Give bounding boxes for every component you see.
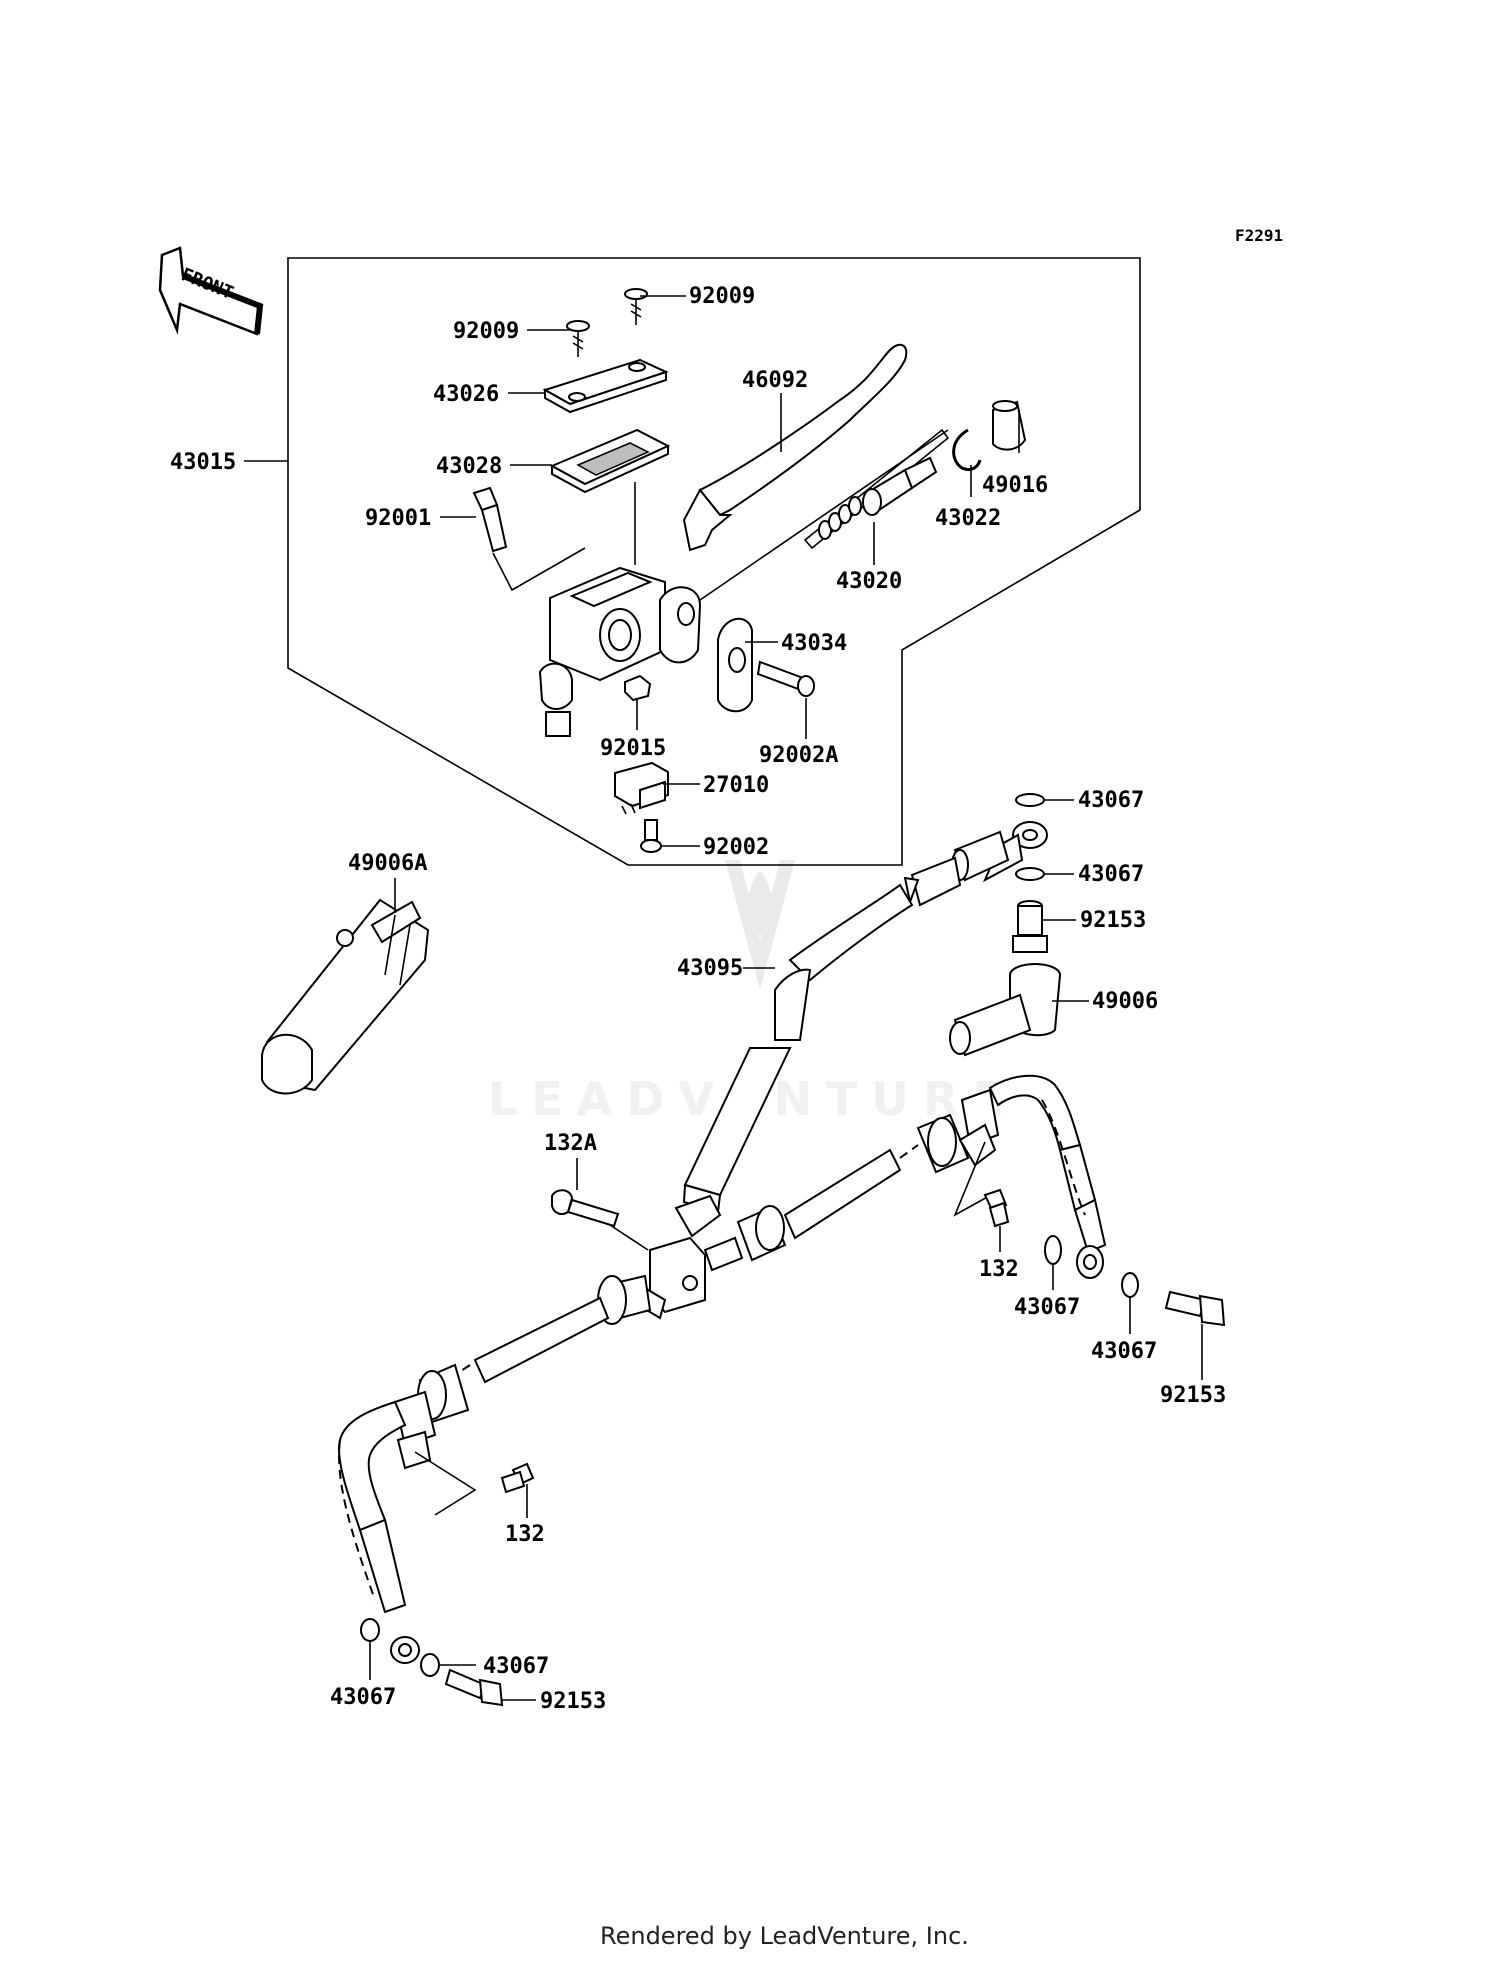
callout-43026: 43026 bbox=[433, 382, 499, 407]
front-direction-arrow: FRONT bbox=[158, 246, 264, 336]
washer-43067-top-a bbox=[1015, 793, 1045, 807]
callout-132-left: 132 bbox=[505, 1522, 545, 1547]
switch-27010 bbox=[614, 761, 669, 815]
watermark-logo bbox=[725, 860, 795, 990]
washer-43067-left-b bbox=[420, 1653, 440, 1677]
callout-132-right: 132 bbox=[979, 1257, 1019, 1282]
bolt-92002A bbox=[756, 660, 815, 697]
reservoir-cap-43026 bbox=[542, 358, 669, 414]
clamp-43034 bbox=[717, 617, 753, 713]
callout-92002: 92002 bbox=[703, 835, 769, 860]
washer-43067-right-a bbox=[1044, 1235, 1062, 1265]
diagram-code: F2291 bbox=[1235, 226, 1283, 245]
banjo-bolt-92153-top bbox=[1012, 900, 1048, 953]
callout-43015: 43015 bbox=[170, 450, 236, 475]
bolt-132A bbox=[551, 1189, 620, 1228]
callout-92002A: 92002A bbox=[759, 743, 838, 768]
callout-43028: 43028 bbox=[436, 454, 502, 479]
callout-43067-left-a: 43067 bbox=[330, 1685, 396, 1710]
callout-43067-left-b: 43067 bbox=[483, 1654, 549, 1679]
diaphragm-43028 bbox=[549, 428, 671, 494]
screw-92009-a bbox=[566, 320, 590, 357]
washer-43067-top-b bbox=[1015, 867, 1045, 881]
callout-43095: 43095 bbox=[677, 956, 743, 981]
callout-92009-a: 92009 bbox=[689, 284, 755, 309]
bolt-92001 bbox=[472, 486, 508, 553]
callout-43067-top-b: 43067 bbox=[1078, 862, 1144, 887]
leader-lines bbox=[244, 295, 1203, 1701]
callout-46092: 46092 bbox=[742, 368, 808, 393]
bolt-132-left bbox=[500, 1462, 535, 1494]
callout-43067-top-a: 43067 bbox=[1078, 788, 1144, 813]
boot-49016 bbox=[992, 400, 1027, 451]
screw-92009-b bbox=[624, 288, 648, 325]
banjo-fitting-right bbox=[1076, 1245, 1104, 1279]
circlip-43022 bbox=[952, 428, 982, 472]
footer-credit: Rendered by LeadVenture, Inc. bbox=[600, 1922, 969, 1950]
assembly-outline bbox=[287, 257, 1141, 866]
screw-92002 bbox=[640, 819, 662, 853]
cover-49006A bbox=[261, 898, 430, 1095]
callout-27010: 27010 bbox=[703, 773, 769, 798]
brake-hose-43095-upper bbox=[682, 830, 1010, 1214]
banjo-bolt-92153-left bbox=[444, 1668, 504, 1707]
brake-hose-left bbox=[338, 1274, 667, 1614]
master-cylinder-body bbox=[538, 566, 702, 737]
washer-43067-left-a bbox=[360, 1618, 380, 1642]
callout-43067-right-b: 43067 bbox=[1091, 1339, 1157, 1364]
callout-92153-right: 92153 bbox=[1160, 1383, 1226, 1408]
callout-43022: 43022 bbox=[935, 506, 1001, 531]
callout-43067-right-a: 43067 bbox=[1014, 1295, 1080, 1320]
callout-92009-b: 92009 bbox=[453, 319, 519, 344]
cap-49006 bbox=[949, 963, 1061, 1057]
piston-kit-43020 bbox=[803, 428, 950, 550]
callout-49006: 49006 bbox=[1092, 989, 1158, 1014]
banjo-bolt-92153-right bbox=[1164, 1290, 1226, 1327]
brake-hose-right bbox=[703, 1074, 1107, 1272]
bolt-132-right bbox=[983, 1188, 1010, 1228]
banjo-fitting-left bbox=[390, 1636, 420, 1664]
callout-43034: 43034 bbox=[781, 631, 847, 656]
callout-49006A: 49006A bbox=[348, 851, 427, 876]
callout-92015: 92015 bbox=[600, 736, 666, 761]
callout-92153-left: 92153 bbox=[540, 1689, 606, 1714]
callout-49016: 49016 bbox=[982, 473, 1048, 498]
callout-92001: 92001 bbox=[365, 506, 431, 531]
callout-43020: 43020 bbox=[836, 569, 902, 594]
callout-92153-top: 92153 bbox=[1080, 908, 1146, 933]
lever-46092 bbox=[682, 343, 908, 552]
nut-92015 bbox=[624, 674, 652, 702]
callout-132A: 132A bbox=[544, 1131, 597, 1156]
washer-43067-right-b bbox=[1121, 1272, 1139, 1298]
